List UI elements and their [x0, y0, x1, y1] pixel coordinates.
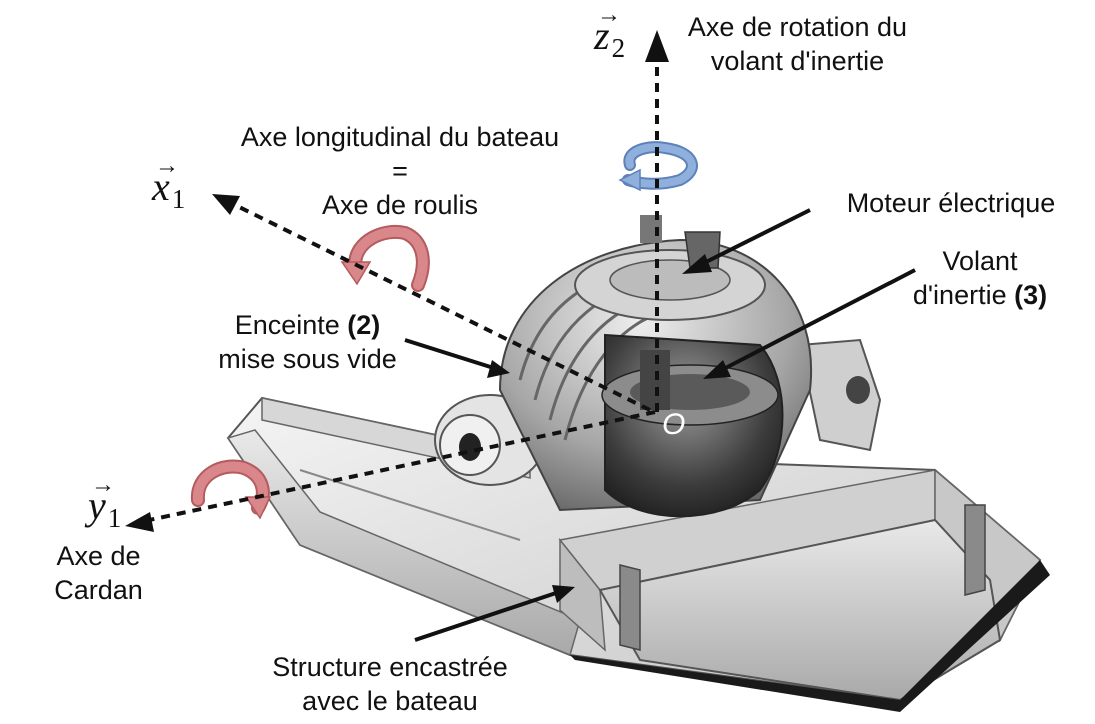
flywheel-part-number: (3) — [1014, 280, 1048, 310]
structure-line-2: avec le bateau — [302, 686, 478, 716]
rotation-axis-label: Axe de rotation du volant d'inertie — [665, 10, 930, 78]
rotation-axis-line-1: Axe de rotation du — [687, 12, 908, 42]
flywheel-line-2: d'inertie (3) — [880, 278, 1080, 312]
origin-label: O — [662, 408, 686, 441]
rotation-axis-line-2: volant d'inertie — [710, 46, 885, 76]
vector-z2-index: 2 — [611, 33, 626, 63]
vector-x1-label: →x1 — [152, 153, 186, 215]
axis-y1-line — [125, 410, 656, 532]
vector-z2-label: →z2 — [594, 2, 626, 64]
enclosure-line-2: mise sous vide — [218, 344, 397, 374]
vector-x1-letter: x — [152, 164, 170, 209]
cardan-axis-line-2: Cardan — [54, 575, 143, 605]
leader-lines — [404, 208, 916, 642]
spin-rotation-arrow — [618, 141, 698, 192]
flywheel — [601, 333, 784, 518]
vector-arrow-icon: → — [91, 472, 115, 498]
longitudinal-axis-line-1: Axe longitudinal du bateau — [240, 122, 560, 152]
longitudinal-axis-equals: = — [392, 156, 408, 186]
base-frame — [226, 396, 1050, 712]
vector-x1-index: 1 — [171, 184, 186, 214]
longitudinal-axis-line-3: Axe de roulis — [321, 190, 479, 220]
flywheel-line-1: Volant — [942, 246, 1018, 276]
vector-y1-label: →y1 — [88, 472, 122, 534]
enclosure-part-number: (2) — [347, 310, 381, 340]
axis-x1-line — [212, 194, 651, 412]
longitudinal-axis-label: Axe longitudinal du bateau = Axe de roul… — [205, 120, 595, 222]
vector-z2-letter: z — [594, 13, 610, 58]
enclosure-label: Enceinte (2) mise sous vide — [195, 308, 420, 376]
enclosure-line-1: Enceinte (2) — [195, 308, 420, 342]
flywheel-label: Volant d'inertie (3) — [880, 244, 1080, 312]
cardan-axis-label: Axe de Cardan — [36, 539, 161, 607]
vector-y1-index: 1 — [107, 503, 122, 533]
structure-label: Structure encastrée avec le bateau — [240, 650, 540, 718]
enclosure-line-1-text: Enceinte — [234, 310, 348, 340]
roll-rotation-arrow-bottom — [191, 459, 272, 520]
cardan-axis-line-1: Axe de — [56, 541, 141, 571]
motor-label: Moteur électrique — [846, 188, 1056, 218]
roll-rotation-arrow-top — [340, 224, 430, 292]
axis-z2-line — [645, 30, 669, 412]
structure-line-1: Structure encastrée — [272, 652, 508, 682]
vector-arrow-icon: → — [597, 2, 621, 28]
vector-y1-letter: y — [88, 483, 106, 528]
flywheel-line-2-text: d'inertie — [912, 280, 1015, 310]
vector-arrow-icon: → — [155, 153, 179, 179]
